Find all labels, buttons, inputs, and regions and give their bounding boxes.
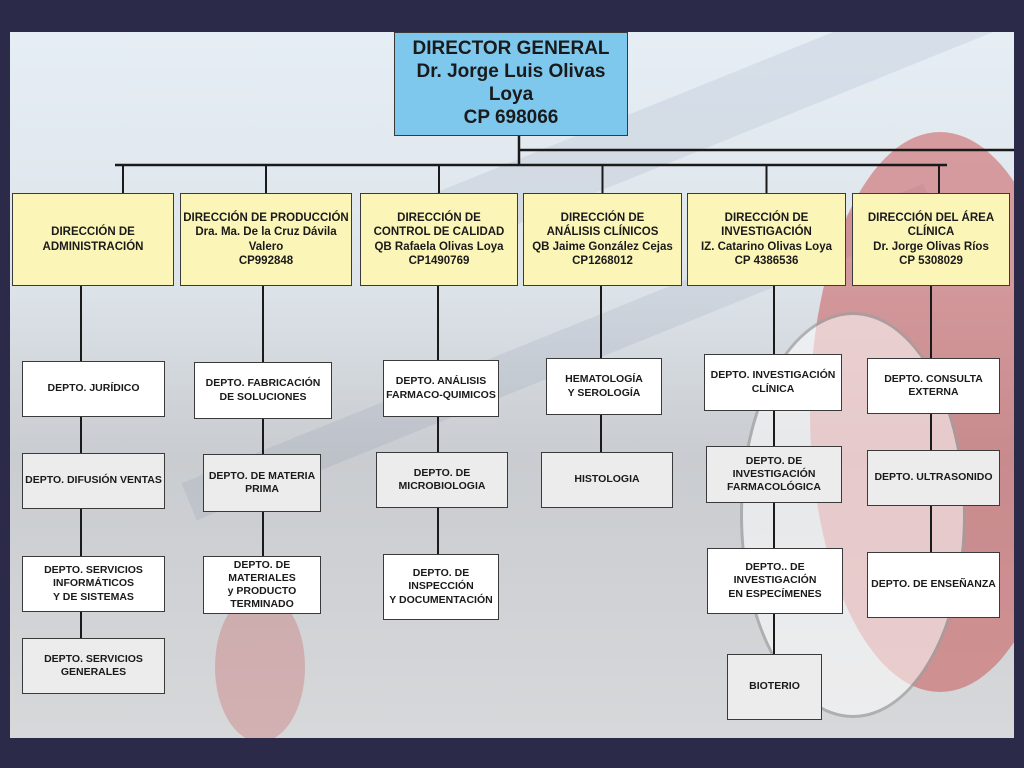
department-box-text-line: Y DE SISTEMAS [53,590,134,603]
direccion-box-text-line: Dr. Jorge Olivas Ríos [873,240,989,253]
department-box: BIOTERIO [727,654,822,720]
direccion-box: DIRECCIÓN DE PRODUCCIÓN Dra. Ma. De la Cr… [180,193,352,286]
background-logo-circle [215,592,305,738]
department-box-text-line: DEPTO. ULTRASONIDO [874,471,993,484]
department-box-text-line: FARMACOLÓGICA [727,481,821,494]
department-box-text-line: HISTOLOGIA [574,473,640,486]
department-box-text-line: DEPTO. ANÁLISIS [395,375,487,388]
department-box-text-line: DEPTO. DE MATERIA PRIMA [208,469,316,495]
director-general-box-text-line: Dr. Jorge Luis Olivas Loya [416,61,606,105]
department-box: HISTOLOGIA [541,452,673,508]
department-box: DEPTO. DE ENSEÑANZA [867,552,1000,618]
department-box-text-line: y PRODUCTO TERMINADO [227,585,297,611]
direccion-box-text-line: DIRECCIÓN DEL ÁREA CLÍNICA [867,211,995,239]
department-box-text-line: EN ESPECÍMENES [728,587,822,600]
department-box-text-line: Y SEROLOGÍA [567,386,641,399]
department-box-text-line: DEPTO. CONSULTA EXTERNA [884,372,983,398]
direccion-box-text-line: DIRECCIÓN DE INVESTIGACIÓN [721,211,812,239]
department-box-text-line: DEPTO. DE MATERIALES [228,558,296,584]
department-box-text-line: DEPTO. SERVICIOS INFORMÁTICOS [44,564,143,590]
direccion-box-text-line: CONTROL DE CALIDAD [373,226,505,239]
department-box-text-line: DEPTO. JURÍDICO [47,382,140,395]
department-box: DEPTO. JURÍDICO [22,361,165,417]
direccion-box-text-line: DIRECCIÓN DE [397,211,481,224]
direccion-box-text-line: DIRECCIÓN DE [560,211,645,224]
direccion-box-text-line: QB Jaime González Cejas [532,240,673,253]
direccion-box-text-line: CP1490769 [408,254,470,267]
direccion-box-text-line: ANÁLISIS CLÍNICOS [546,226,659,239]
department-box-text-line: DEPTO.. DE INVESTIGACIÓN [733,561,817,587]
department-box-text-line: BIOTERIO [749,680,800,693]
department-box-text-line: DE SOLUCIONES [219,390,307,403]
department-box-text-line: DEPTO. DE ENSEÑANZA [871,578,996,591]
department-box-text-line: DEPTO. FABRICACIÓN [205,377,321,390]
direccion-box-text-line: CP1268012 [572,254,633,267]
department-box: DEPTO. ULTRASONIDO [867,450,1000,506]
department-box-text-line: DEPTO. INVESTIGACIÓN CLÍNICA [710,369,836,395]
direccion-box-text-line: DIRECCIÓN DE PRODUCCIÓN [183,211,349,224]
director-general-box-text-line: DIRECTOR GENERAL [412,38,610,60]
direccion-box-text-line: CP 5308029 [899,254,963,267]
direccion-box-text-line: CP992848 [238,254,294,267]
department-box-text-line: DEPTO. SERVICIOS GENERALES [44,652,143,678]
department-box: DEPTO. SERVICIOS GENERALES [22,638,165,694]
director-general-box-text-line: CP 698066 [463,106,559,128]
direccion-box-text-line: QB Rafaela Olivas Loya [374,240,504,253]
direccion-box: DIRECCIÓN DE ADMINISTRACIÓN [12,193,174,286]
department-box-text-line: DEPTO. DE INSPECCIÓN [408,567,474,593]
direccion-box-text-line: CP 4386536 [734,254,799,267]
department-box-text-line: FARMACO-QUIMICOS [386,388,496,401]
direccion-box-text-line: Dra. Ma. De la Cruz Dávila Valero [195,226,337,253]
department-box-text-line: Y DOCUMENTACIÓN [389,593,493,606]
department-box: DEPTO. DE MICROBIOLOGIA [376,452,508,508]
department-box-text-line: HEMATOLOGÍA [565,373,643,386]
department-box: DEPTO. DIFUSIÓN VENTAS [22,453,165,509]
department-box: DEPTO. INVESTIGACIÓN CLÍNICA [704,354,842,411]
direccion-box-text-line: IZ. Catarino Olivas Loya [700,240,832,253]
direccion-box-text-line: DIRECCIÓN DE ADMINISTRACIÓN [42,226,144,253]
department-box: DEPTO. CONSULTA EXTERNA [867,358,1000,414]
department-box: DEPTO. DE MATERIA PRIMA [203,454,321,512]
department-box-text-line: DEPTO. DIFUSIÓN VENTAS [25,474,162,487]
department-box-text-line: DEPTO. DE MICROBIOLOGIA [398,466,486,492]
department-box-text-line: DEPTO. DE INVESTIGACIÓN [732,454,816,480]
